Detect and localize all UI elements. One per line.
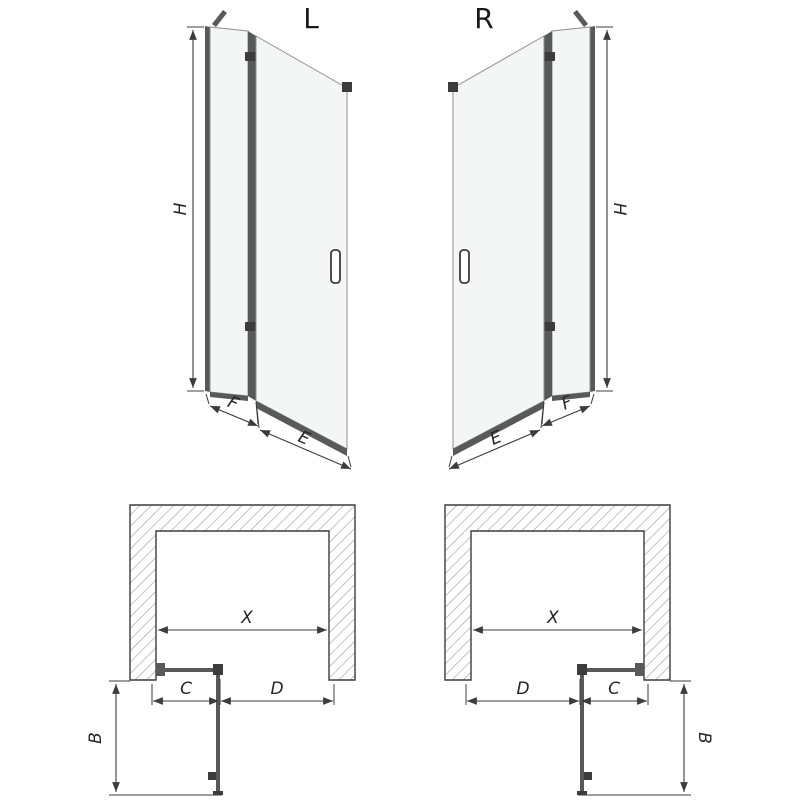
dim-label-X-right: X: [546, 608, 559, 628]
extension-line: [590, 393, 595, 405]
hinge-post: [544, 31, 552, 401]
extension-line: [540, 408, 544, 429]
extension-line: [448, 455, 453, 468]
door-handle-plan: [584, 772, 592, 780]
extension-line: [205, 393, 210, 405]
wall-profile-plan: [156, 663, 165, 676]
fixed-panel-bottom-rail: [210, 392, 248, 401]
hinge-bottom: [245, 322, 258, 331]
dim-label-E-right: E: [487, 427, 505, 450]
wall-profile-plan: [635, 663, 644, 676]
wall-hatched: [444, 504, 671, 681]
hinge-top: [245, 52, 258, 61]
hinge-post: [248, 31, 256, 401]
hinge-top: [542, 52, 555, 61]
fixed-panel-glass: [209, 26, 249, 397]
dim-label-D-left: D: [270, 679, 283, 699]
dimension-line-E: [259, 429, 352, 470]
door-open-plan: [580, 675, 584, 793]
fixed-panel-glass: [551, 26, 591, 397]
dim-label-E-left: E: [295, 427, 313, 450]
door-open-plan: [216, 675, 220, 793]
right-elevation-view: R H F E: [448, 2, 629, 470]
dim-label-C-right: C: [608, 679, 620, 699]
top-bracket: [573, 10, 588, 27]
door-handle-plan: [208, 772, 216, 780]
dimension-line-E: [448, 429, 541, 470]
door-top-cap: [448, 82, 458, 92]
door-top-cap: [342, 82, 352, 92]
hinge-plan: [577, 664, 587, 675]
fixed-panel-plan: [165, 668, 215, 672]
fixed-panel-bottom-rail: [552, 392, 590, 401]
extension-line: [347, 455, 352, 468]
hinge-plan: [213, 664, 223, 675]
wall-profile: [205, 26, 210, 392]
dim-label-H-left: H: [171, 202, 191, 215]
right-plan-view: X D C B: [444, 504, 714, 796]
top-bracket: [212, 10, 227, 27]
wall-hatched: [129, 504, 356, 681]
wall-profile: [590, 26, 595, 392]
variant-label-left: L: [303, 2, 319, 35]
dim-label-X-left: X: [240, 608, 253, 628]
dim-label-H-right: H: [609, 203, 629, 216]
door-handle: [459, 249, 470, 284]
door-handle: [330, 249, 341, 284]
dim-label-B-left: B: [86, 732, 106, 744]
door-end-cap: [577, 791, 587, 795]
extension-line: [256, 408, 260, 429]
dimension-line-F: [541, 405, 591, 427]
variant-label-right: R: [474, 2, 493, 35]
door-panel-glass: [452, 35, 545, 450]
dim-label-D-right: D: [516, 679, 529, 699]
dim-label-C-left: C: [180, 679, 192, 699]
door-end-cap: [213, 791, 223, 795]
dimension-line-F: [209, 405, 259, 427]
dim-label-B-right: B: [694, 732, 714, 744]
left-elevation-view: L H F E: [171, 2, 352, 470]
left-plan-view: X C D B: [86, 504, 356, 796]
hinge-bottom: [542, 322, 555, 331]
door-panel-glass: [255, 35, 348, 450]
fixed-panel-plan: [585, 668, 635, 672]
